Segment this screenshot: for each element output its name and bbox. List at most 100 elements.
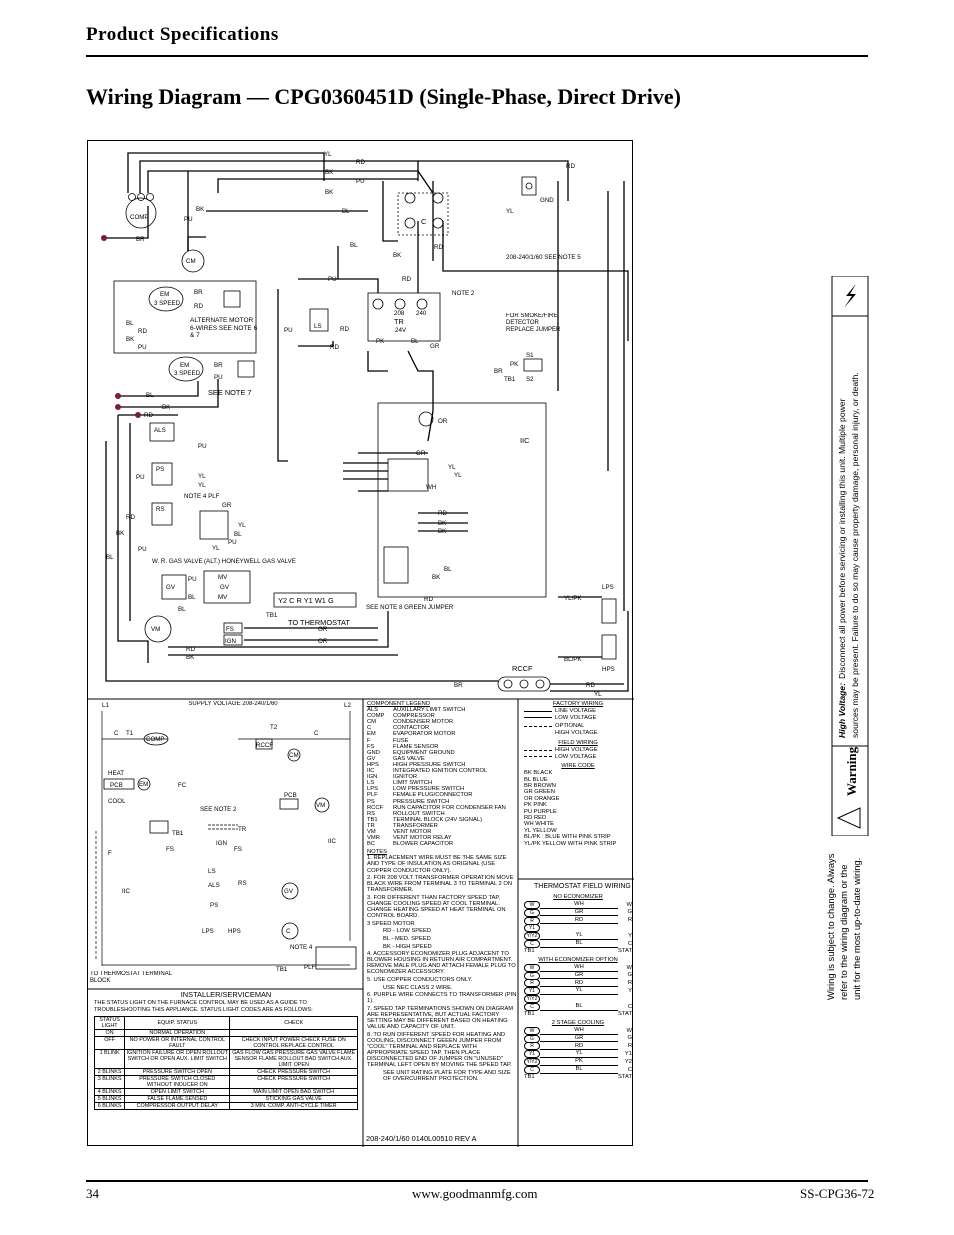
label-bl-3: BL <box>126 320 134 327</box>
key-factory: FACTORY WIRING <box>552 701 604 707</box>
label-rd: RD <box>356 159 365 166</box>
legend-code: F <box>367 737 371 744</box>
contactor: C <box>397 192 449 236</box>
legend-desc: TRANSFORMER <box>393 822 438 829</box>
service-cell: OPEN LIMIT SWITCH <box>124 1087 231 1096</box>
legend-code: VM <box>367 828 376 835</box>
service-cell: FALSE FLAME SENSED <box>124 1094 231 1103</box>
mv-label-2: MV <box>218 594 228 601</box>
wire-code-item: BL/PK : BLUE WITH PINK STRIP <box>524 834 611 841</box>
wire-color: RD <box>540 980 618 988</box>
legend-code: IIC <box>367 768 375 775</box>
tr-label: TR <box>394 317 404 326</box>
ground-terminal: GND <box>521 176 554 204</box>
service-cell: 6 BLINKS <box>94 1101 126 1110</box>
wire-color: WH <box>540 1027 618 1035</box>
key-high-voltage: HIGH VOLTAGE <box>555 730 598 737</box>
tst-stat-3: STAT <box>618 1073 632 1080</box>
label-pu-9: PU <box>136 474 145 481</box>
terminal-label: R <box>524 916 540 925</box>
evaporator-motor: EM 3 SPEED BR PU SEE NOTE 7 BL BK RD <box>115 356 255 419</box>
label-bk-11: BK <box>186 654 195 661</box>
compressor: COMP <box>101 193 157 241</box>
thermostat-title: THERMOSTAT FIELD WIRING <box>534 883 631 890</box>
warning-text-2: sources may be present. Failure to do so… <box>850 372 860 738</box>
label-gr-4: GR <box>318 626 328 633</box>
supply-note: 208-240/1/60 SEE NOTE 5 <box>506 254 581 261</box>
label-yl-2: YL <box>506 208 514 215</box>
ladder-hps: HPS <box>228 928 241 935</box>
note-item: 5. USE COPPER CONDUCTORS ONLY. <box>367 977 473 984</box>
doc-code: SS-CPG36-72 <box>800 1186 875 1201</box>
terminal-label: W <box>524 900 540 909</box>
label-wh: WH <box>426 484 436 491</box>
hps-label: HPS <box>602 666 615 673</box>
ladder-ign: IGN <box>216 840 227 847</box>
label-rd-3: RD <box>434 244 443 251</box>
stat-label: R <box>627 1043 632 1050</box>
warning-panel: Warning High Voltage:Disconnect all powe… <box>831 276 869 836</box>
legend-code: LS <box>367 780 375 787</box>
iic-board: IIC OR GR YL YL WH RD BK BK BL BK RD <box>343 402 547 603</box>
legend-title: COMPONENT LEGEND <box>367 701 431 707</box>
label-yl-8: YL <box>212 545 220 552</box>
notes-title: NOTES <box>367 849 387 856</box>
terminals-label: Y2 C R Y1 W1 G <box>278 596 334 605</box>
ladder-tr: TR <box>238 826 247 833</box>
label-bl-10: BL <box>178 606 186 613</box>
label-rd-13: RD <box>186 646 195 653</box>
s2-label: S2 <box>526 376 534 383</box>
em-speed-label: 3 SPEED <box>154 300 181 307</box>
label-pk: PK <box>376 338 385 345</box>
label-bk-3: BK <box>325 189 334 196</box>
footer-rule <box>86 1180 868 1182</box>
legend-code: CM <box>367 719 377 726</box>
label-yl-pk: YL/PK <box>564 595 582 602</box>
note-item: 8. TO RUN DIFFERENT SPEED FOR HEATING AN… <box>367 1031 512 1069</box>
legend-code: FS <box>367 743 375 750</box>
gas-valves: W. R. GAS VALVE GV (ALT.) HONEYWELL GAS … <box>152 558 296 613</box>
service-title: INSTALLER/SERVICEMAN <box>180 992 272 999</box>
section-title: Product Specifications <box>86 24 279 45</box>
service-cell: CHECK INPUT POWER CHECK FUSE ON CONTROL … <box>229 1035 358 1050</box>
stat-label: R <box>627 980 632 987</box>
switches-left: ALS PS RS NOTE 4 PLF PU YL YL GR YL BL P… <box>106 415 246 663</box>
label-rd-4: RD <box>402 276 411 283</box>
label-rd-2: RD <box>566 163 575 170</box>
smoke-note: FOR SMOKE/FIRE DETECTOR REPLACE JUMPER <box>506 313 561 333</box>
legend-desc: FUSE <box>393 737 409 744</box>
legend-desc: EVAPORATOR MOTOR <box>393 731 456 738</box>
key-field-high: HIGH VOLTAGE <box>555 746 598 753</box>
ladder-c: C <box>114 730 119 737</box>
legend-desc: FEMALE PLUG/CONNECTOR <box>393 792 473 799</box>
notes-list: 1. REPLACEMENT WIRE MUST BE THE SAME SIZ… <box>367 855 517 1082</box>
mv-label: MV <box>218 574 228 581</box>
high-voltage-icon <box>844 284 856 308</box>
legend-code: VMR <box>367 835 380 842</box>
label-pu-4: PU <box>138 344 147 351</box>
service-cell: PRESSURE SWITCH OPEN <box>124 1067 231 1076</box>
wiring-diagram: COMP CM PU BK BR YL RD BK PU BK BL RD YL… <box>87 140 634 1147</box>
service-cell: OFF <box>94 1035 126 1050</box>
terminal-label: Y1 <box>524 924 540 933</box>
label-or: OR <box>438 418 448 425</box>
label-br-2: BR <box>194 289 203 296</box>
label-br-5: BR <box>454 682 463 689</box>
footer-url[interactable]: www.goodmanmfg.com <box>412 1186 538 1201</box>
legend-desc: EQUIPMENT GROUND <box>393 749 455 756</box>
transformer: 208 240 TR 24V NOTE 2 PK BL GR <box>367 290 475 350</box>
